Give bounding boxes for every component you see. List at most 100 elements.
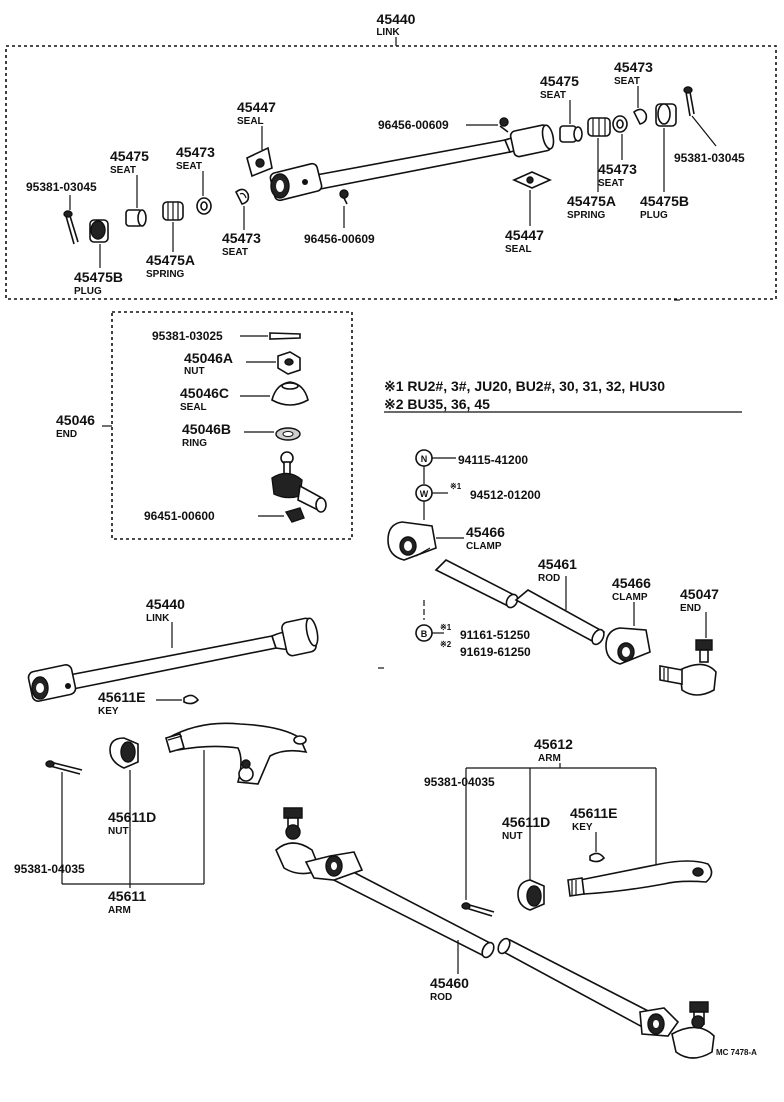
end-fitting-icon [284, 507, 305, 523]
top-link-group: 45440 LINK 45447 SEAL 96456-00609 [5, 11, 777, 300]
rod-short-icon [434, 559, 606, 646]
end-right-number: 45047 [680, 586, 719, 602]
seat-left-2-icon [196, 197, 212, 215]
end-ball-joint-icon [271, 451, 327, 513]
seal-right-number: 45447 [505, 227, 544, 243]
w-symbol: W [420, 489, 429, 499]
end-fitting-label: 96451-00600 [144, 509, 215, 523]
seat-left-2-name: SEAT [176, 161, 202, 172]
seat-left-1-number: 45475 [110, 148, 149, 164]
end-ring-icon [275, 427, 301, 441]
top-group-name: LINK [376, 27, 400, 38]
end-right-name: END [680, 603, 701, 614]
end-ring-name: RING [182, 438, 207, 449]
b-part-1-label: 91161-51250 [460, 628, 530, 642]
end-seal-name: SEAL [180, 402, 207, 413]
top-group-box [5, 45, 777, 300]
lower-nut-name: NUT [108, 826, 129, 837]
note-line-2: ※2 BU35, 36, 45 [384, 396, 490, 412]
end-seal-number: 45046C [180, 385, 229, 401]
end-nut-name: NUT [184, 366, 205, 377]
plug-right-icon [655, 103, 677, 127]
w-part-label: 94512-01200 [470, 488, 541, 502]
lower-arm-name: ARM [108, 905, 131, 916]
spring-right-icon [587, 117, 611, 137]
end-group-box [111, 311, 353, 540]
lower-pin-icon [45, 760, 83, 775]
end-seal-icon [271, 381, 309, 406]
note-line-1: ※1 RU2#, 3#, JU20, BU2#, 30, 31, 32, HU3… [384, 378, 665, 394]
bolt-bottom-icon [339, 189, 349, 205]
seat-right-3-name: SEAT [598, 178, 624, 189]
plug-right-number: 45475B [640, 193, 689, 209]
spring-right-number: 45475A [567, 193, 616, 209]
spring-right-name: SPRING [567, 210, 606, 221]
lower-right-nut-name: NUT [502, 831, 523, 842]
seat-left-1-name: SEAT [110, 165, 136, 176]
end-nut-number: 45046A [184, 350, 233, 366]
seat-left-3-number: 45473 [222, 230, 261, 246]
seat-left-3-name: SEAT [222, 247, 248, 258]
pin-left-label: 95381-03045 [26, 180, 97, 194]
lower-right-rod-name: ROD [430, 992, 452, 1003]
seat-left-3-icon [234, 188, 250, 205]
b-symbol: B [421, 629, 428, 639]
clamp-top-number: 45466 [466, 524, 505, 540]
end-right-icon [659, 639, 717, 696]
b-mark-1: ※1 [440, 623, 452, 632]
w-mark: ※1 [450, 482, 462, 491]
end-pin-icon [269, 332, 301, 340]
tie-rod-end-right-icon [639, 1001, 715, 1059]
seal-left-name: SEAL [237, 116, 264, 127]
link-bar-top [269, 124, 555, 202]
lower-nut-number: 45611D [108, 809, 156, 825]
clamp-top-icon [387, 521, 437, 561]
link-bar-lower-icon [27, 617, 319, 702]
rod-name: ROD [538, 573, 560, 584]
end-ring-number: 45046B [182, 421, 231, 437]
lower-right-key-icon [589, 852, 606, 863]
plug-right-name: PLUG [640, 210, 668, 221]
clamp-bottom-name: CLAMP [612, 592, 648, 603]
lower-right-nut-number: 45611D [502, 814, 550, 830]
lower-right-group: 45612 ARM 95381-04035 45611D NUT 45611E … [275, 736, 757, 1059]
bolt-bottom-label: 96456-00609 [304, 232, 375, 246]
seat-right-1-icon [559, 125, 583, 143]
b-part-2-label: 91619-61250 [460, 645, 531, 659]
seat-right-2-name: SEAT [614, 76, 640, 87]
lower-arm-icon [165, 722, 308, 785]
clamp-bottom-icon [605, 627, 651, 665]
rod-group: N 94115-41200 W ※1 94512-01200 45466 CLA… [387, 449, 719, 696]
seal-left-number: 45447 [237, 99, 276, 115]
plug-left-number: 45475B [74, 269, 123, 285]
lower-link-number: 45440 [146, 596, 185, 612]
pin-left-icon [63, 210, 79, 245]
end-group-number: 45046 [56, 412, 95, 428]
lower-right-arm-name: ARM [538, 753, 561, 764]
tie-rod-end-left-icon [275, 807, 364, 881]
seal-right-icon [512, 171, 552, 189]
plug-left-icon [89, 219, 109, 243]
seat-right-3-number: 45473 [598, 161, 637, 177]
rod-number: 45461 [538, 556, 577, 572]
seat-right-3-icon [612, 115, 628, 133]
lower-right-pin-label: 95381-04035 [424, 775, 495, 789]
pin-right-label: 95381-03045 [674, 151, 745, 165]
lower-key-icon [183, 694, 200, 705]
spring-left-name: SPRING [146, 269, 185, 280]
n-symbol: N [421, 454, 428, 464]
plug-left-name: PLUG [74, 286, 102, 297]
lower-right-nut-icon [517, 879, 545, 911]
b-mark-2: ※2 [440, 640, 452, 649]
drawing-code: MC 7478-A [716, 1048, 757, 1057]
seat-right-1-name: SEAT [540, 90, 566, 101]
n-part-label: 94115-41200 [458, 453, 528, 467]
lower-right-pin-icon [461, 902, 495, 917]
seat-right-2-icon [632, 108, 648, 125]
lower-link-name: LINK [146, 613, 170, 624]
long-rod-icon [316, 859, 660, 1032]
lower-right-rod-number: 45460 [430, 975, 469, 991]
lower-pin-label: 95381-04035 [14, 862, 85, 876]
model-notes: ※1 RU2#, 3#, JU20, BU2#, 30, 31, 32, HU3… [384, 378, 742, 413]
